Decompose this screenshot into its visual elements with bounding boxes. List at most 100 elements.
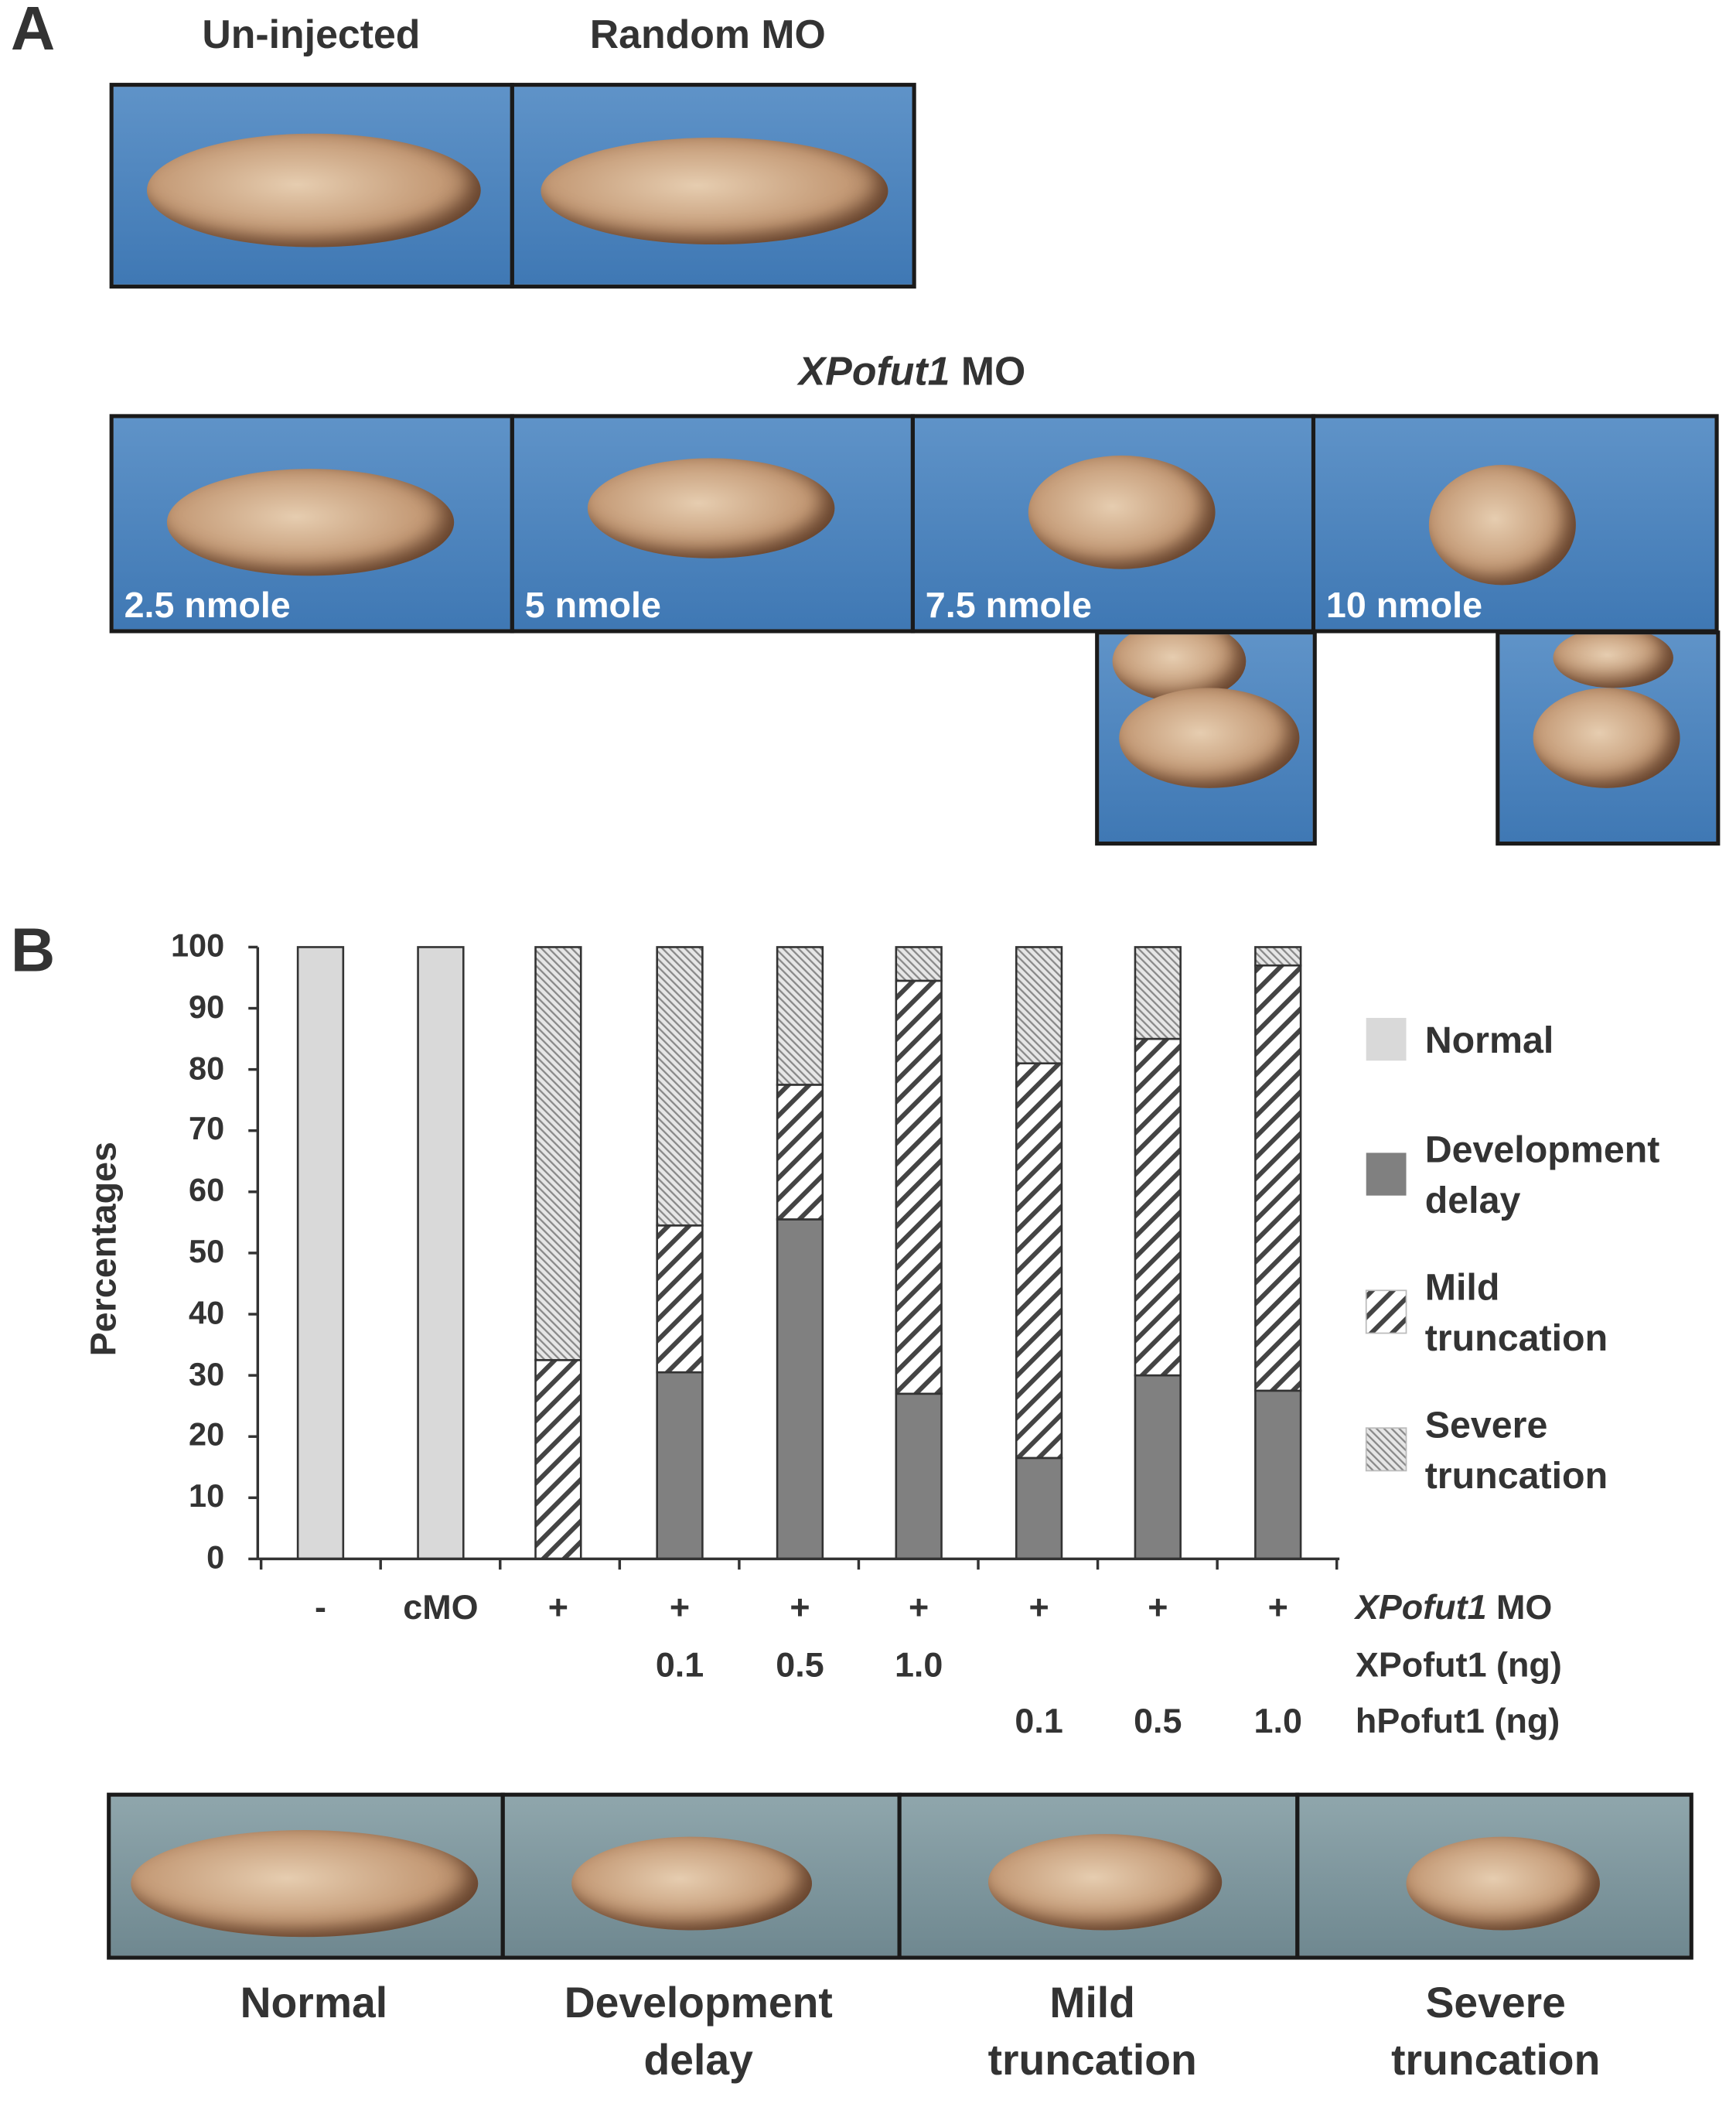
xpofut1-mo-title: XPofut1 MO bbox=[711, 350, 1112, 395]
y-tick-label: 30 bbox=[189, 1356, 225, 1393]
dose-label: 7.5 nmole bbox=[925, 585, 1092, 626]
condition-row-label: XPofut1 MO bbox=[1356, 1587, 1552, 1629]
legend-swatch bbox=[1365, 1427, 1407, 1472]
dose-label: 10 nmole bbox=[1325, 585, 1483, 626]
condition-value: + bbox=[1267, 1586, 1288, 1627]
bar-segment-severe-truncation bbox=[776, 946, 824, 1086]
legend-label: Normal bbox=[1424, 1019, 1554, 1061]
photo-dose-10: 10 nmole bbox=[1311, 414, 1719, 633]
photo-dose-5: 5 nmole bbox=[510, 414, 915, 633]
y-tick-label: 0 bbox=[206, 1540, 225, 1576]
bar-segment-development-delay bbox=[656, 1371, 704, 1560]
y-tick-label: 80 bbox=[189, 1050, 225, 1088]
condition-value: + bbox=[909, 1586, 929, 1627]
bar-segment-mild-truncation bbox=[1254, 964, 1302, 1392]
phenotype-label-normal: Normal bbox=[120, 1975, 507, 2032]
bar-segment-mild-truncation bbox=[1134, 1037, 1182, 1377]
condition-value: 1.0 bbox=[1253, 1700, 1302, 1741]
title-italic: XPofut1 bbox=[798, 350, 950, 394]
y-tick-label: 20 bbox=[189, 1418, 225, 1454]
bar-segment-mild-truncation bbox=[776, 1084, 824, 1221]
condition-value: + bbox=[1028, 1586, 1049, 1627]
photo-development-delay bbox=[500, 1792, 902, 1960]
legend-item: Development delay bbox=[1425, 1125, 1660, 1226]
photo-normal bbox=[107, 1792, 505, 1960]
condition-row-label: XPofut1 (ng) bbox=[1356, 1644, 1562, 1686]
photo-dose-2-5: 2.5 nmole bbox=[109, 414, 514, 633]
header-random-mo: Random MO bbox=[589, 13, 826, 58]
condition-value: + bbox=[790, 1586, 810, 1627]
condition-value: 1.0 bbox=[894, 1644, 943, 1685]
title-rest: MO bbox=[950, 350, 1026, 394]
condition-value: + bbox=[669, 1586, 691, 1627]
bar-segment-severe-truncation bbox=[1134, 946, 1182, 1040]
phenotype-label-delay: Development delay bbox=[505, 1975, 892, 2090]
label-line: delay bbox=[643, 2035, 753, 2085]
legend-label: truncation bbox=[1424, 1454, 1608, 1497]
bar-segment-severe-truncation bbox=[895, 946, 943, 982]
dose-label: 5 nmole bbox=[524, 585, 661, 626]
bar-segment-severe-truncation bbox=[656, 946, 704, 1227]
row-label-italic: XPofut1 bbox=[1355, 1586, 1487, 1627]
bar-segment-mild-truncation bbox=[534, 1359, 582, 1560]
label-line: truncation bbox=[1391, 2035, 1601, 2085]
condition-value: 0.5 bbox=[776, 1644, 824, 1685]
phenotype-label-severe: Severe truncation bbox=[1302, 1975, 1690, 2090]
legend-label: truncation bbox=[1424, 1316, 1608, 1359]
bar-segment-normal bbox=[417, 946, 465, 1560]
bar-segment-development-delay bbox=[1015, 1456, 1063, 1560]
legend-label: Mild bbox=[1424, 1266, 1500, 1308]
condition-value: 0.1 bbox=[1015, 1700, 1063, 1741]
bar-segment-mild-truncation bbox=[656, 1224, 704, 1374]
y-tick-label: 100 bbox=[170, 928, 225, 965]
row-label-text: hPofut1 (ng) bbox=[1355, 1700, 1560, 1741]
legend-swatch bbox=[1365, 1289, 1407, 1334]
condition-row-label: hPofut1 (ng) bbox=[1356, 1700, 1560, 1742]
row-label-text: XPofut1 (ng) bbox=[1355, 1644, 1562, 1685]
bar-segment-mild-truncation bbox=[895, 979, 943, 1395]
label-line: Mild bbox=[1049, 1978, 1135, 2027]
panel-b-letter: B bbox=[10, 914, 56, 985]
dose-label: 2.5 nmole bbox=[124, 585, 291, 626]
photo-dose-7-5: 7.5 nmole bbox=[910, 414, 1316, 633]
y-tick-label: 40 bbox=[189, 1295, 225, 1332]
photo-mild-truncation bbox=[897, 1792, 1300, 1960]
label-line: Severe bbox=[1425, 1978, 1566, 2027]
label-line: Development bbox=[564, 1978, 833, 2027]
label-line: truncation bbox=[987, 2035, 1197, 2085]
bar-segment-development-delay bbox=[776, 1218, 824, 1560]
photo-dose-10-extra bbox=[1496, 630, 1721, 846]
condition-value: + bbox=[1148, 1586, 1168, 1627]
legend-swatch bbox=[1366, 1017, 1407, 1061]
legend-item: Severe truncation bbox=[1425, 1400, 1608, 1501]
bar-segment-severe-truncation bbox=[534, 946, 582, 1361]
legend-item: Mild truncation bbox=[1425, 1262, 1608, 1364]
label-line: Normal bbox=[240, 1978, 388, 2027]
bar-segment-development-delay bbox=[1254, 1389, 1302, 1560]
condition-value: - bbox=[314, 1586, 326, 1627]
legend-label: Development bbox=[1424, 1129, 1660, 1170]
bar-segment-severe-truncation bbox=[1015, 946, 1063, 1065]
bar-segment-development-delay bbox=[1134, 1374, 1182, 1560]
photo-random-mo bbox=[510, 83, 916, 289]
condition-value: + bbox=[547, 1586, 569, 1627]
header-uninjected: Un-injected bbox=[202, 13, 421, 58]
condition-value: cMO bbox=[403, 1586, 479, 1627]
legend-swatch bbox=[1366, 1153, 1407, 1196]
y-tick-label: 90 bbox=[189, 989, 225, 1026]
bar-segment-severe-truncation bbox=[1254, 946, 1302, 967]
y-tick-label: 10 bbox=[189, 1479, 225, 1515]
phenotype-label-mild: Mild truncation bbox=[899, 1975, 1286, 2090]
panel-a-letter: A bbox=[10, 0, 56, 63]
chart bbox=[248, 945, 1407, 1570]
legend-label: Severe bbox=[1424, 1404, 1548, 1446]
y-tick-label: 70 bbox=[189, 1112, 225, 1149]
bar-segment-development-delay bbox=[895, 1392, 943, 1560]
y-tick-label: 50 bbox=[189, 1234, 225, 1271]
photo-severe-truncation bbox=[1295, 1792, 1693, 1960]
condition-value: 0.1 bbox=[655, 1644, 704, 1685]
legend-label: delay bbox=[1424, 1179, 1521, 1221]
condition-value: 0.5 bbox=[1134, 1700, 1182, 1741]
bar-segment-mild-truncation bbox=[1015, 1062, 1063, 1460]
